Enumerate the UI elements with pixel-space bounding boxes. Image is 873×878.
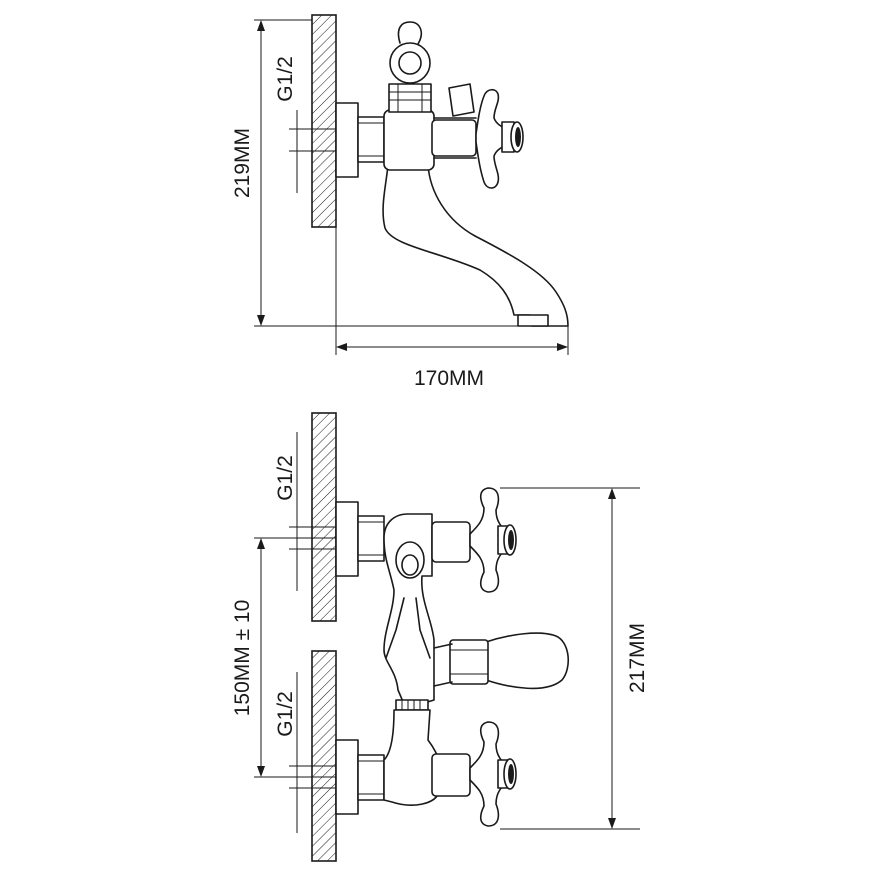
front-mixer-body xyxy=(383,513,471,806)
side-mixer-body xyxy=(383,109,477,171)
front-wall-upper xyxy=(311,412,337,622)
side-height-label: 219MM xyxy=(231,128,254,198)
side-depth-dimension: 170MM xyxy=(335,227,569,390)
front-upper-thread-marker: G1/2 xyxy=(274,432,340,591)
front-centers-dimension: 150MM ± 10 xyxy=(231,537,340,778)
front-upper-cross-handle xyxy=(469,487,517,593)
front-lower-fitting xyxy=(335,739,385,815)
side-height-dimension: 219MM xyxy=(231,19,532,327)
front-upper-thread-label: G1/2 xyxy=(274,455,297,501)
front-wall-lower xyxy=(311,650,337,862)
front-height-label: 217MM xyxy=(626,623,649,693)
front-view: G1/2 G1/2 150MM ± 10 xyxy=(231,412,649,862)
front-lower-cross-handle xyxy=(469,721,517,827)
side-wall-fitting xyxy=(335,102,385,178)
front-diverter-lever xyxy=(433,632,569,690)
front-lower-thread-marker: G1/2 xyxy=(274,672,340,833)
side-thread-label: G1/2 xyxy=(274,56,297,102)
side-view: 219MM G1/2 xyxy=(231,14,569,390)
front-lower-thread-label: G1/2 xyxy=(274,691,297,737)
front-centers-label: 150MM ± 10 xyxy=(231,600,254,717)
side-depth-label: 170MM xyxy=(414,367,484,390)
side-thread-marker: G1/2 xyxy=(274,56,340,193)
side-cross-handle xyxy=(475,88,524,189)
side-wall xyxy=(311,14,337,228)
front-upper-fitting xyxy=(335,501,385,577)
side-aerator xyxy=(517,314,549,327)
front-height-dimension: 217MM xyxy=(500,487,649,830)
side-spout xyxy=(382,164,569,327)
side-diverter xyxy=(388,21,475,117)
